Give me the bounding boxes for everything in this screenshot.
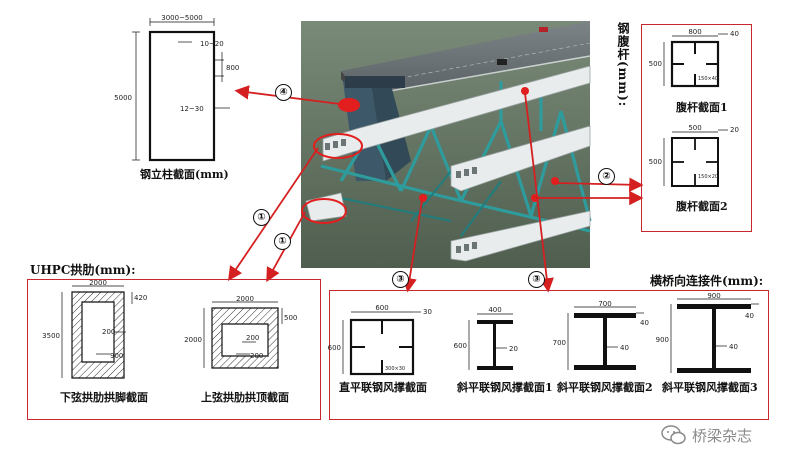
- column-stiffener-dim: 800: [226, 64, 239, 72]
- web2-width-dim: 500: [688, 124, 701, 132]
- brace4-web-dim: 40: [729, 343, 738, 351]
- bracing-section-4: 900 40 900 40: [656, 292, 759, 373]
- uhpc-upper-section: 2000 500 2000 200 200: [184, 295, 297, 369]
- upper-top-dim: 500: [284, 314, 297, 322]
- column-width-dim: 3000~5000: [161, 14, 203, 22]
- lower-width-dim: 2000: [89, 279, 107, 287]
- marker-3a: ③: [392, 271, 409, 288]
- web1-height-dim: 500: [649, 60, 662, 68]
- brace4-height-dim: 900: [656, 336, 669, 344]
- upper-inner1-dim: 200: [246, 334, 259, 342]
- brace3-width-dim: 700: [598, 300, 611, 308]
- bracing-section-2: 400 600 20: [454, 306, 518, 370]
- marker-3b: ③: [528, 271, 545, 288]
- brace1-rib-dim: 300×30: [385, 366, 405, 372]
- web-section-1: 800 40 500 150×40: [649, 28, 739, 88]
- bracing-section-1-caption: 直平联钢风撑截面: [339, 381, 427, 394]
- marker-1b: ①: [274, 233, 291, 250]
- brace1-height-dim: 600: [328, 344, 341, 352]
- brace4-width-dim: 900: [707, 292, 720, 300]
- brace2-width-dim: 400: [488, 306, 501, 314]
- web-member-frame: [641, 24, 752, 232]
- web1-rib-dim: 150×40: [698, 76, 718, 82]
- brace4-thick-dim: 40: [745, 312, 754, 320]
- web1-width-dim: 800: [688, 28, 701, 36]
- column-caption: 钢立柱截面(mm): [140, 168, 229, 181]
- web-section-1-caption: 腹杆截面1: [676, 101, 728, 114]
- uhpc-heading: UHPC拱肋(mm):: [30, 263, 136, 277]
- bracing-heading: 横桥向连接件(mm):: [650, 274, 764, 288]
- web-section-2: 500 20 500 150×20: [649, 124, 739, 187]
- uhpc-lower-section: 2000 420 3500 200 900: [42, 279, 147, 379]
- marker-2: ②: [598, 168, 615, 185]
- steel-column-section: 3000~5000 10~20 800 5000 12~30: [114, 14, 239, 162]
- web2-rib-dim: 150×20: [698, 174, 718, 180]
- brace2-height-dim: 600: [454, 342, 467, 350]
- uhpc-lower-caption: 下弦拱肋拱脚截面: [60, 391, 148, 404]
- upper-width-dim: 2000: [236, 295, 254, 303]
- column-flange-dim: 10~20: [200, 40, 224, 48]
- bracing-frame: [329, 290, 769, 420]
- lower-height-dim: 3500: [42, 332, 60, 340]
- web2-thick-dim: 20: [730, 126, 739, 134]
- bracing-section-4-caption: 斜平联钢风撑截面3: [662, 381, 758, 394]
- brace1-width-dim: 600: [375, 304, 388, 312]
- web2-height-dim: 500: [649, 158, 662, 166]
- brace3-height-dim: 700: [553, 339, 566, 347]
- bracing-section-1: 600 30 600 300×30: [328, 304, 432, 376]
- bridge-render: [301, 21, 592, 268]
- brace1-thick-dim: 30: [423, 308, 432, 316]
- lower-top-dim: 420: [134, 294, 147, 302]
- marker-4: ④: [275, 84, 292, 101]
- web1-thick-dim: 40: [730, 30, 739, 38]
- brace3-web-dim: 40: [620, 344, 629, 352]
- brace3-thick-dim: 40: [640, 319, 649, 327]
- bracing-section-3-caption: 斜平联钢风撑截面2: [557, 381, 653, 394]
- web-section-2-caption: 腹杆截面2: [676, 200, 728, 213]
- uhpc-upper-caption: 上弦拱肋拱顶截面: [201, 391, 289, 404]
- marker-1a: ①: [253, 209, 270, 226]
- brace2-web-dim: 20: [509, 345, 518, 353]
- wechat-icon: [661, 425, 686, 445]
- bracing-section-3: 700 40 700 40: [553, 300, 649, 370]
- web-member-heading: 钢腹杆(mm):: [616, 22, 630, 108]
- watermark-text: 桥梁杂志: [692, 427, 753, 445]
- lower-inner-dim: 200: [102, 328, 115, 336]
- lower-bottom-dim: 900: [110, 352, 123, 360]
- upper-inner2-dim: 200: [250, 352, 263, 360]
- upper-height-dim: 2000: [184, 336, 202, 344]
- column-web-dim: 12~30: [180, 105, 204, 113]
- uhpc-frame: [27, 279, 321, 420]
- column-height-dim: 5000: [114, 94, 132, 102]
- bracing-section-2-caption: 斜平联钢风撑截面1: [457, 381, 553, 394]
